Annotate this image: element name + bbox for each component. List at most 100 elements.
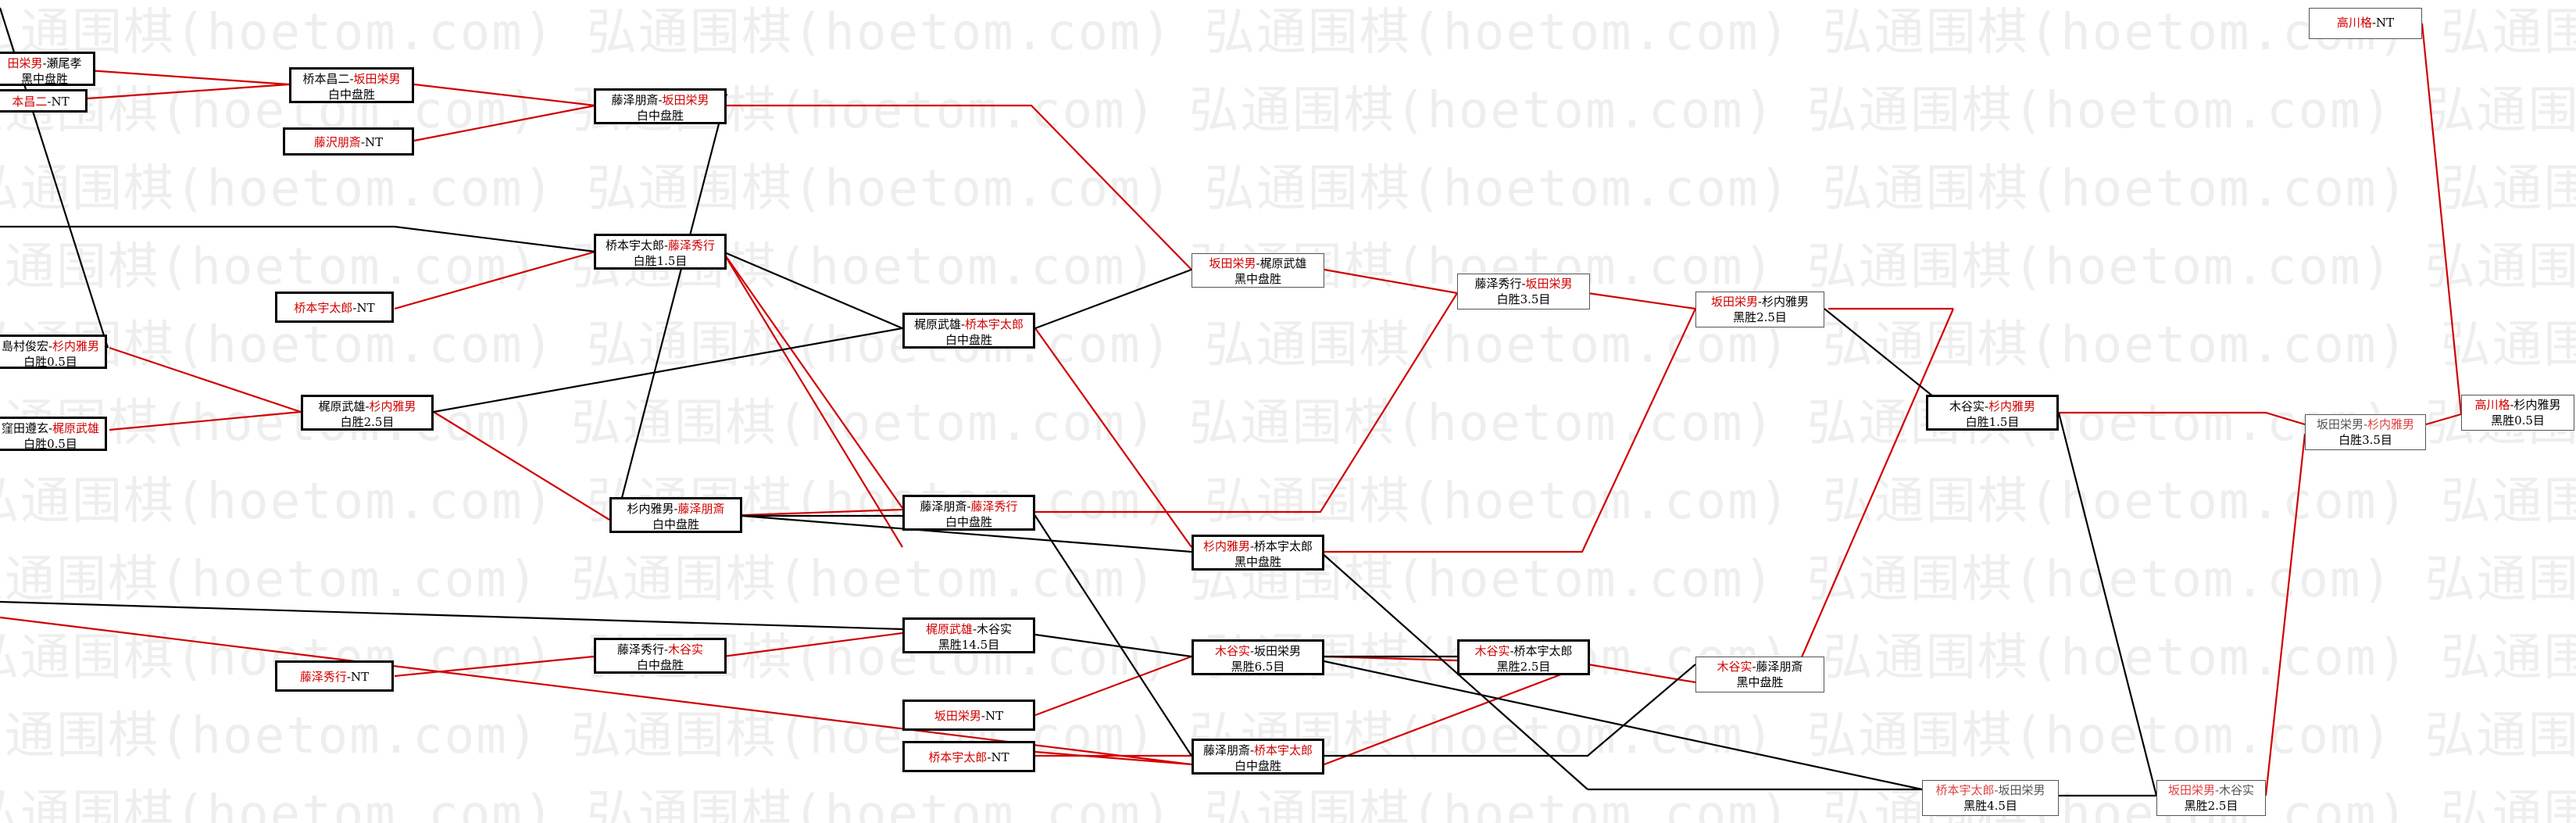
player-name: -桥本宇太郎 (1510, 644, 1573, 658)
match-node-e2: 本昌二-NT (0, 89, 88, 113)
match-result: 白中盘胜 (327, 88, 375, 102)
winner-name: 坂田栄男 (2167, 783, 2215, 797)
match-node-d2: 杉内雅男-桥本宇太郎黑中盘胜 (1192, 535, 1324, 571)
connector (109, 410, 302, 431)
match-node-b1: 藤泽朋斎-坂田栄男白中盘胜 (594, 88, 727, 124)
player-name: -NT (346, 670, 370, 684)
player-name: -木谷实 (972, 622, 1013, 636)
match-players: 木谷实-杉内雅男 (1949, 399, 2035, 413)
match-result: 白中盘胜 (636, 658, 684, 672)
player-name: -NT (352, 301, 375, 315)
match-players: 高川格-杉内雅男 (2474, 398, 2560, 412)
player-name: -坂田栄男 (1249, 644, 1302, 658)
winner-name: 坂田栄男 (1525, 277, 1573, 291)
player-name: 島村俊宏- (1, 339, 53, 353)
winner-name: 杉内雅男 (369, 399, 416, 413)
winner-name: 藤泽朋斎 (677, 502, 725, 516)
connector (722, 251, 903, 548)
match-result: 黑胜2.5目 (1496, 660, 1551, 674)
connector (0, 225, 596, 253)
connector (1324, 308, 1696, 553)
connector (394, 250, 596, 310)
connector (413, 104, 596, 142)
player-name: -坂田栄男 (1994, 783, 2045, 797)
winner-name: 梶原武雄 (52, 421, 100, 435)
player-name: -木谷实 (2214, 783, 2255, 797)
match-result: 白胜3.5目 (2338, 433, 2392, 447)
match-players: 藤泽朋斎-桥本宇太郎 (1203, 743, 1313, 757)
winner-name: 木谷实 (668, 642, 704, 657)
match-node-a4: 梶原武雄-杉内雅男白胜2.5目 (301, 395, 434, 431)
connector (722, 632, 903, 658)
match-players: 藤泽秀行-坂田栄男 (1474, 277, 1572, 291)
winner-name: 桥本宇太郎 (928, 750, 988, 764)
winner-name: 梶原武雄 (925, 622, 973, 636)
match-node-c4: 坂田栄男-NT (902, 700, 1035, 731)
match-node-i1: 坂田栄男-杉内雅男白胜3.5目 (2305, 414, 2426, 450)
connector (2425, 413, 2462, 426)
match-result: 黑胜6.5目 (1231, 660, 1285, 674)
match-result: 白胜0.5目 (23, 355, 77, 369)
match-node-e1: 田栄男-瀬尾孝黑中盘胜 (0, 52, 95, 86)
match-node-d1: 坂田栄男-梶原武雄黑中盘胜 (1192, 253, 1324, 288)
match-node-a2: 藤沢朋斎-NT (283, 127, 414, 156)
connector (742, 514, 1192, 757)
match-result: 白胜3.5目 (1496, 292, 1551, 306)
match-players: 桥本宇太郎-坂田栄男 (1935, 783, 2045, 797)
player-name: -杉内雅男 (2510, 398, 2561, 412)
match-node-b2: 桥本宇太郎-藤泽秀行白胜1.5目 (594, 234, 727, 270)
winner-name: 藤泽秀行 (668, 238, 716, 252)
match-node-h2: 桥本宇太郎-坂田栄男黑胜4.5目 (1922, 780, 2059, 816)
connector (1587, 292, 1696, 310)
match-result: 白中盘胜 (652, 517, 699, 531)
player-name: 藤泽秀行- (616, 642, 669, 657)
player-name: 藤泽朋斎- (611, 93, 663, 107)
player-name: 藤泽秀行- (1474, 277, 1526, 291)
connector (2421, 23, 2463, 415)
connector (1789, 308, 1955, 683)
match-result: 黑胜0.5目 (2491, 413, 2545, 428)
match-players: 木谷实-桥本宇太郎 (1474, 644, 1572, 658)
match-node-g1: 坂田栄男-杉内雅男黑胜2.5目 (1695, 292, 1824, 327)
match-players: 田栄男-瀬尾孝 (7, 56, 81, 70)
player-name: 藤泽朋斎- (920, 499, 971, 513)
connector (1034, 750, 1192, 766)
player-name: 梶原武雄- (913, 317, 966, 331)
match-node-b3: 杉内雅男-藤泽朋斎白中盘胜 (609, 497, 742, 533)
player-name: -NT (2371, 16, 2395, 30)
match-players: 藤泽朋斎-藤泽秀行 (920, 499, 1017, 513)
match-node-d4: 藤泽朋斎-桥本宇太郎白中盘胜 (1192, 739, 1324, 775)
winner-name: 桥本宇太郎 (1935, 783, 1995, 797)
player-name: 木谷实- (1949, 399, 1989, 413)
match-node-a1: 桥本昌二-坂田栄男白中盘胜 (289, 67, 414, 103)
player-name: 杉内雅男- (627, 502, 678, 516)
player-name: -桥本宇太郎 (1249, 539, 1313, 553)
winner-name: 桥本宇太郎 (1254, 743, 1313, 757)
player-name: 窪田遵玄- (1, 421, 53, 435)
match-result: 白胜2.5目 (340, 415, 395, 429)
connector (1034, 633, 1192, 658)
match-result: 白胜1.5目 (633, 254, 688, 268)
match-node-g2: 木谷实-藤泽朋斎黑中盘胜 (1695, 657, 1824, 692)
connector (616, 93, 728, 517)
match-node-c3: 梶原武雄-木谷实黑胜14.5目 (902, 617, 1035, 653)
player-name: -NT (47, 95, 70, 109)
match-result: 白中盘胜 (945, 515, 992, 529)
connector (741, 514, 1192, 553)
match-result: 黑中盘胜 (20, 72, 68, 86)
match-result: 黑胜2.5目 (2184, 799, 2238, 813)
player-name: -瀬尾孝 (42, 56, 82, 70)
match-players: 藤泽秀行-NT (300, 670, 369, 684)
player-name: -NT (987, 750, 1009, 764)
match-players: 坂田栄男-杉内雅男 (1711, 295, 1809, 309)
winner-name: 本昌二 (12, 95, 48, 109)
match-players: 坂田栄男-木谷实 (2168, 783, 2254, 797)
match-result: 白中盘胜 (636, 109, 684, 123)
match-node-f2: 木谷实-桥本宇太郎黑胜2.5目 (1457, 639, 1590, 675)
match-node-c1: 梶原武雄-桥本宇太郎白中盘胜 (902, 313, 1035, 349)
match-players: 桥本宇太郎-藤泽秀行 (606, 238, 715, 252)
match-node-c2: 藤泽朋斎-藤泽秀行白中盘胜 (902, 495, 1035, 531)
match-result: 黑胜2.5目 (1733, 310, 1787, 324)
